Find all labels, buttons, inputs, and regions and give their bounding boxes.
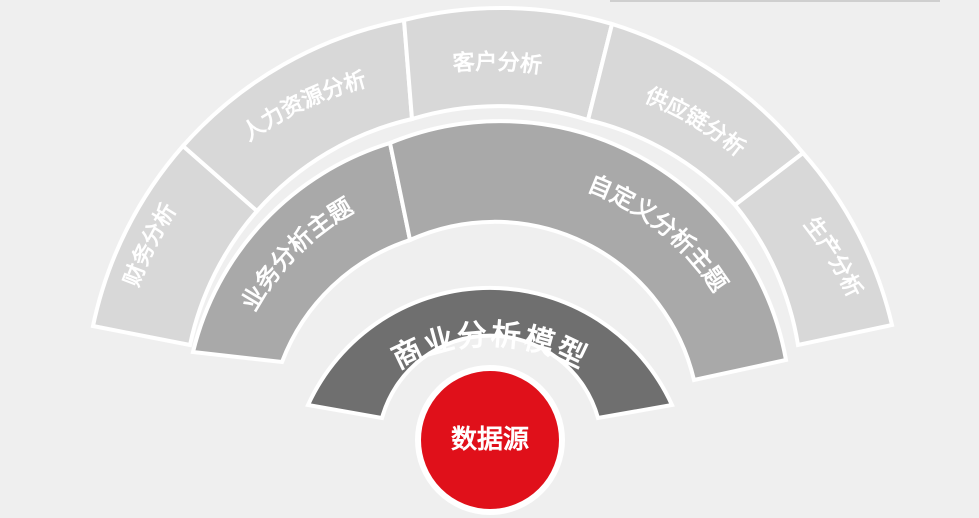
outer-segment-hr bbox=[180, 17, 415, 214]
top-divider-line bbox=[610, 0, 940, 2]
center-data-source bbox=[415, 365, 565, 515]
outer-segment-production bbox=[732, 150, 895, 348]
center-label: 数据源 bbox=[451, 425, 529, 455]
ring2-business-model bbox=[305, 286, 675, 421]
third-ring bbox=[190, 119, 789, 383]
outer-ring bbox=[90, 5, 895, 348]
ring3-segment-business bbox=[190, 140, 413, 365]
ring3-segment-custom bbox=[387, 119, 789, 383]
